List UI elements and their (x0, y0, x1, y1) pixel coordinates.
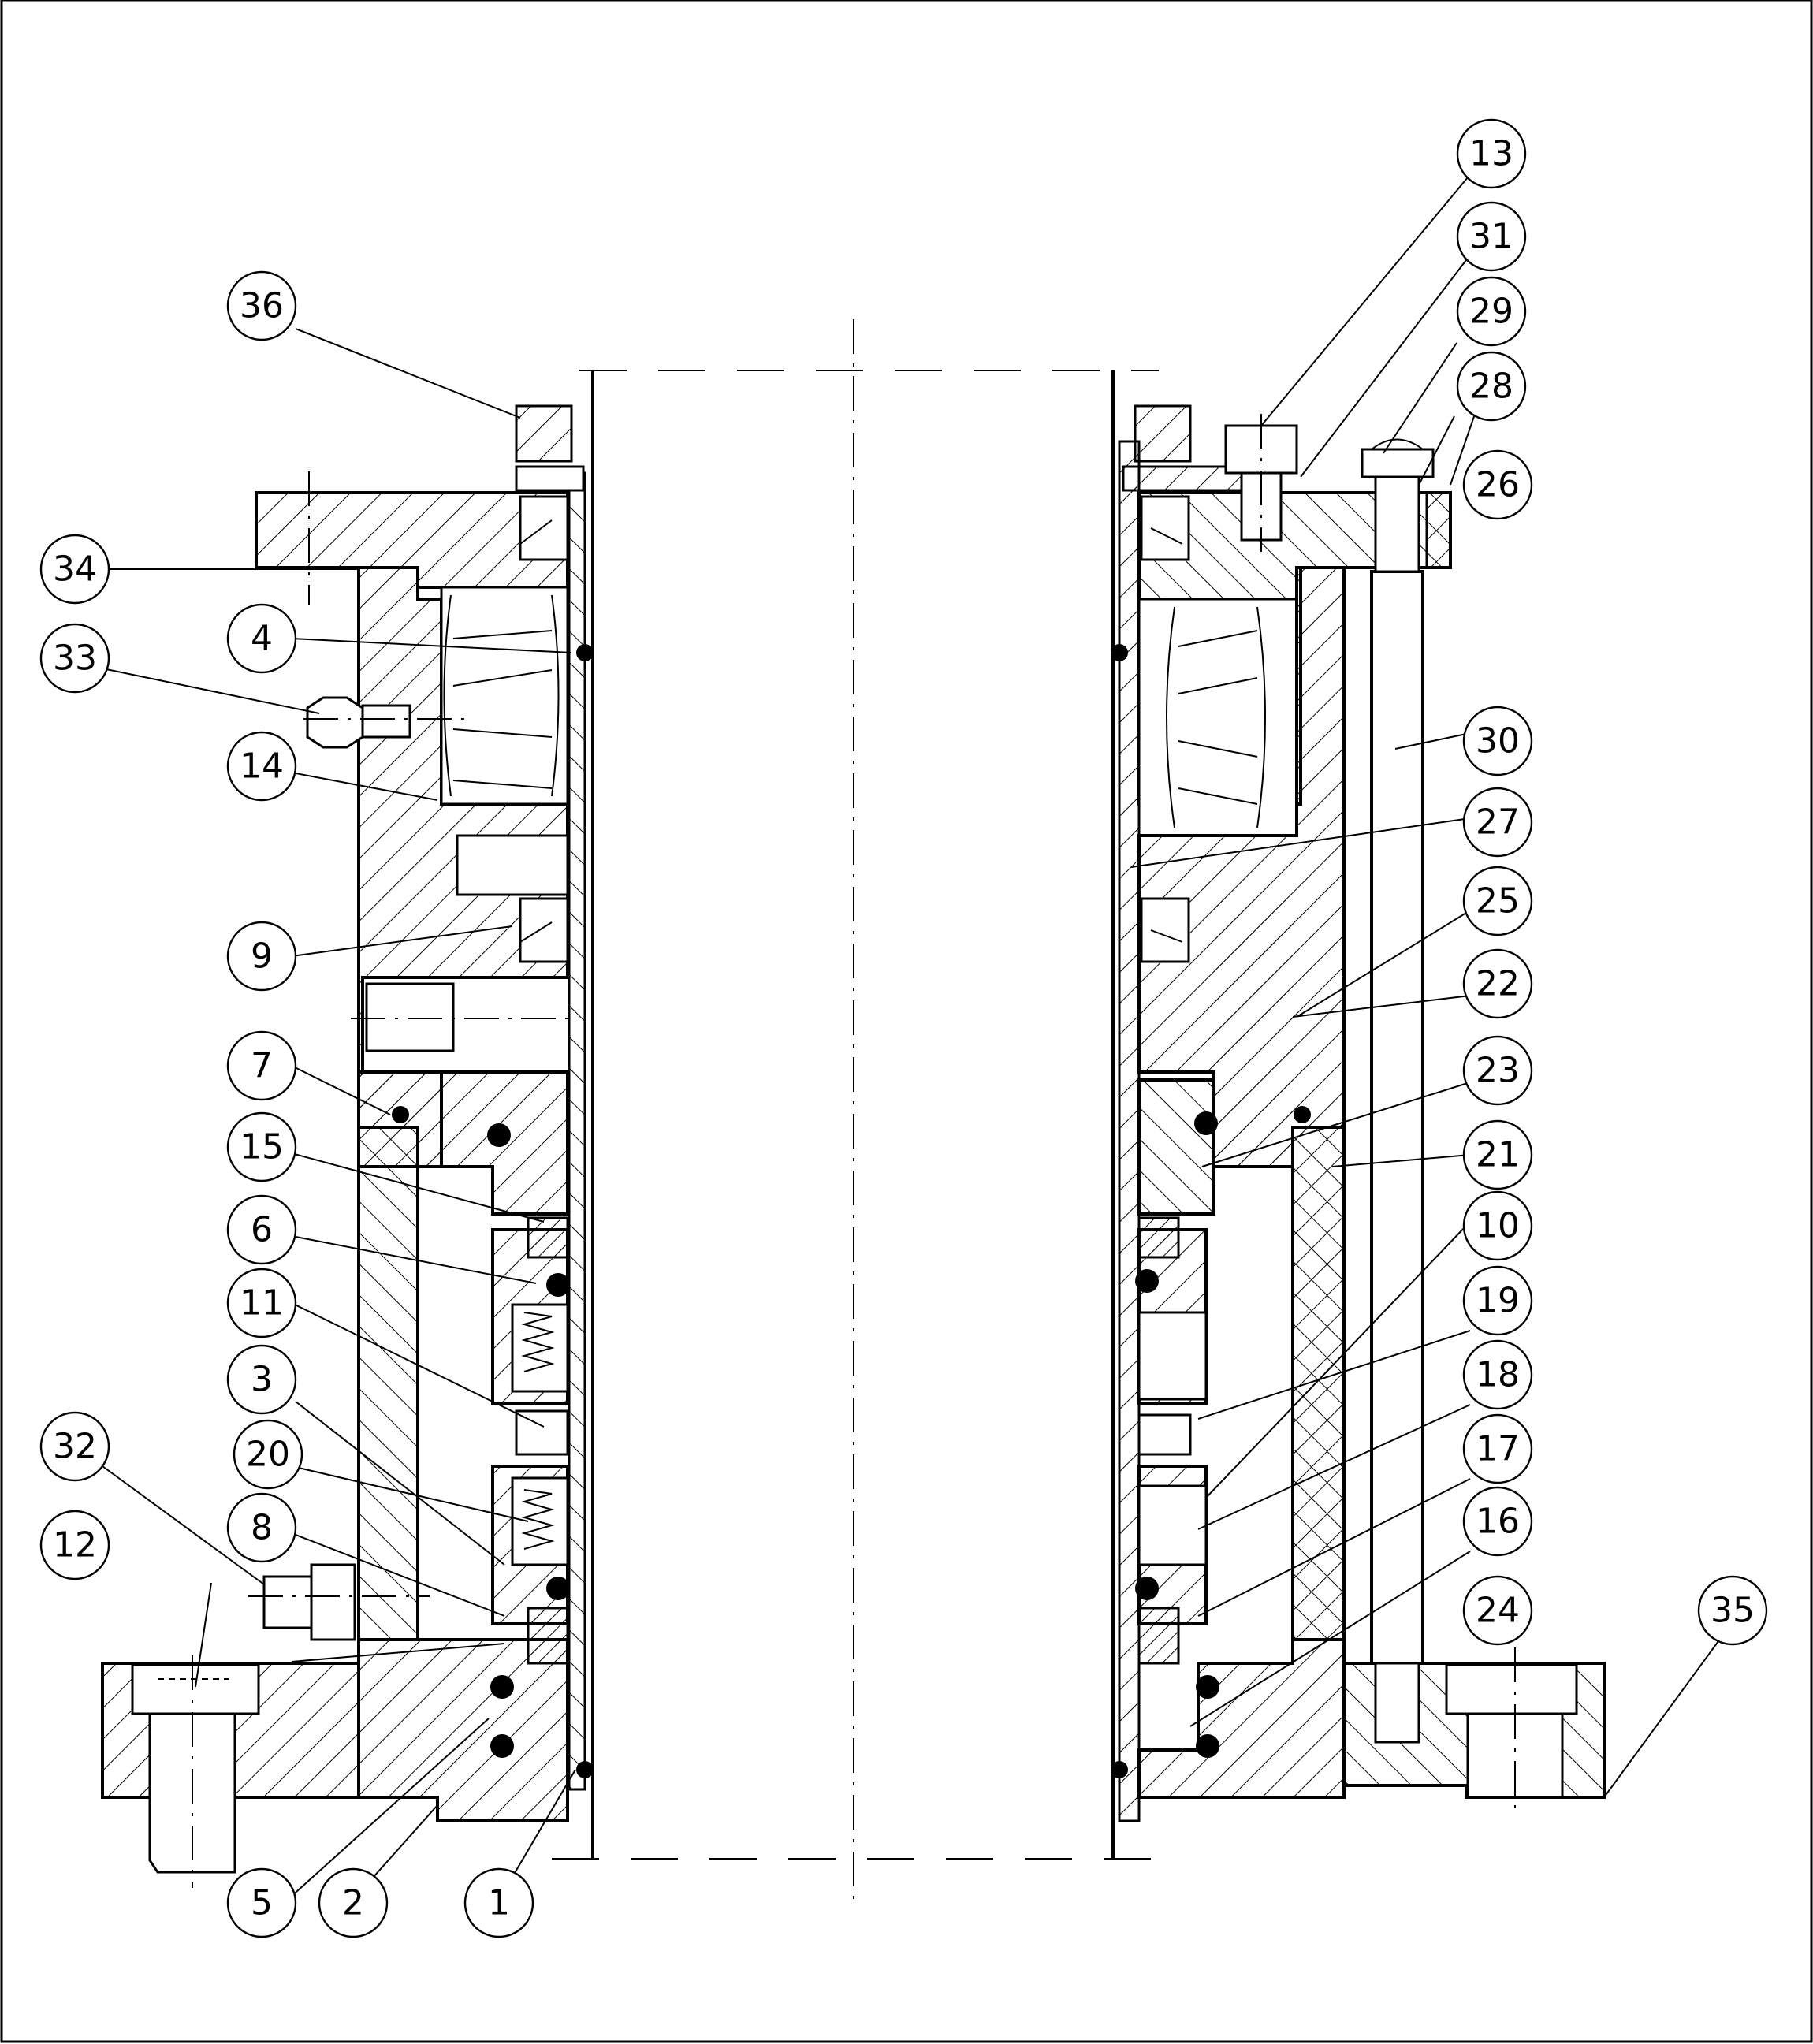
balloon-32: 32 (39, 1411, 110, 1482)
balloon-30: 30 (1462, 706, 1533, 776)
right-seal-face-upper (1137, 1078, 1215, 1216)
svg-text:26: 26 (1476, 465, 1520, 505)
balloon-27: 27 (1462, 787, 1533, 858)
left-shaft-sleeve (568, 471, 586, 1791)
shaft-centerline (552, 319, 1159, 1908)
balloon-11: 11 (226, 1268, 297, 1338)
balloon-10: 10 (1462, 1190, 1533, 1261)
right-bearing (1137, 598, 1298, 837)
svg-text:15: 15 (240, 1127, 284, 1167)
svg-text:7: 7 (251, 1046, 273, 1086)
balloon-28: 28 (1456, 351, 1527, 422)
svg-text:31: 31 (1469, 217, 1513, 257)
balloon-24: 24 (1462, 1575, 1533, 1646)
svg-text:20: 20 (246, 1435, 290, 1475)
balloon-4: 4 (226, 603, 297, 674)
balloon-9: 9 (226, 921, 297, 992)
balloon-31: 31 (1456, 201, 1527, 272)
right-shaft-sleeve (1118, 440, 1141, 1822)
left-clamp-ring (515, 404, 573, 463)
svg-text:22: 22 (1476, 964, 1520, 1004)
svg-text:19: 19 (1476, 1281, 1520, 1321)
balloon-7: 7 (226, 1030, 297, 1101)
svg-text:14: 14 (240, 746, 284, 787)
svg-text:23: 23 (1476, 1051, 1520, 1091)
balloon-2: 2 (318, 1867, 389, 1938)
balloon-5: 5 (226, 1867, 297, 1938)
balloon-12: 12 (39, 1510, 110, 1580)
balloon-13: 13 (1456, 118, 1527, 189)
balloon-14: 14 (226, 731, 297, 802)
balloon-18: 18 (1462, 1339, 1533, 1410)
balloon-callouts: 1 2 3 4 5 6 7 8 9 10 11 12 13 14 15 16 1… (39, 118, 1768, 1938)
svg-text:34: 34 (53, 549, 97, 590)
svg-text:32: 32 (53, 1427, 97, 1467)
svg-text:13: 13 (1469, 134, 1513, 174)
svg-text:1: 1 (488, 1883, 510, 1923)
svg-text:18: 18 (1476, 1355, 1520, 1395)
balloon-36: 36 (226, 270, 297, 341)
balloon-29: 29 (1456, 276, 1527, 347)
svg-text:6: 6 (251, 1210, 273, 1250)
svg-text:27: 27 (1476, 802, 1520, 843)
balloon-3: 3 (226, 1344, 297, 1415)
svg-text:12: 12 (53, 1525, 97, 1566)
left-bottom-gland (357, 1638, 569, 1822)
right-tie-rod (1370, 570, 1424, 1665)
balloon-33: 33 (39, 623, 110, 694)
balloon-35: 35 (1697, 1575, 1768, 1646)
svg-text:4: 4 (251, 619, 273, 659)
svg-text:24: 24 (1476, 1591, 1520, 1631)
left-grease-fitting (306, 696, 364, 749)
balloon-26: 26 (1462, 449, 1533, 520)
left-bearing (440, 586, 569, 806)
svg-text:5: 5 (251, 1883, 273, 1923)
svg-text:33: 33 (53, 639, 97, 679)
balloon-8: 8 (226, 1492, 297, 1563)
svg-text:17: 17 (1476, 1429, 1520, 1469)
svg-text:2: 2 (342, 1883, 364, 1923)
left-half-section (101, 370, 594, 1888)
balloon-21: 21 (1462, 1119, 1533, 1190)
svg-text:30: 30 (1476, 721, 1520, 761)
right-hex-nut (1361, 448, 1435, 478)
left-set-screw (262, 1563, 356, 1641)
svg-text:21: 21 (1476, 1135, 1520, 1175)
svg-text:8: 8 (251, 1508, 273, 1548)
balloon-15: 15 (226, 1111, 297, 1182)
right-cap-screw (1224, 424, 1298, 475)
balloon-34: 34 (39, 534, 110, 605)
right-clamp-ring (1134, 404, 1192, 463)
svg-text:11: 11 (240, 1283, 284, 1324)
balloon-1: 1 (463, 1867, 534, 1938)
svg-text:29: 29 (1469, 292, 1513, 332)
svg-text:28: 28 (1469, 367, 1513, 407)
svg-text:35: 35 (1711, 1591, 1755, 1631)
balloon-20: 20 (233, 1419, 303, 1490)
svg-text:16: 16 (1476, 1502, 1520, 1542)
balloon-16: 16 (1462, 1486, 1533, 1557)
balloon-19: 19 (1462, 1265, 1533, 1336)
svg-text:36: 36 (240, 286, 284, 326)
balloon-23: 23 (1462, 1035, 1533, 1106)
balloon-22: 22 (1462, 948, 1533, 1019)
svg-text:10: 10 (1476, 1206, 1520, 1246)
balloon-17: 17 (1462, 1413, 1533, 1484)
balloon-25: 25 (1462, 866, 1533, 936)
svg-text:25: 25 (1476, 881, 1520, 921)
right-half-section (1111, 370, 1606, 1859)
svg-text:3: 3 (251, 1360, 273, 1400)
balloon-6: 6 (226, 1194, 297, 1265)
svg-text:9: 9 (251, 936, 273, 977)
